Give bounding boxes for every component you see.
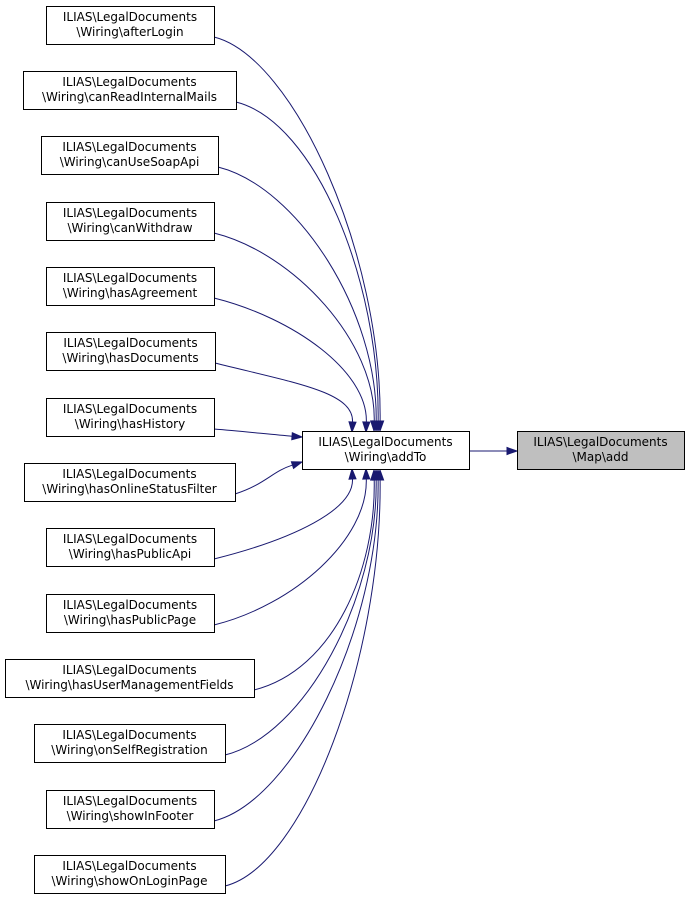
caller-node-canusesoapapi-label-line1: ILIAS\LegalDocuments [62,140,196,154]
caller-node-haspublicapi-label-line1: ILIAS\LegalDocuments [63,532,197,546]
caller-node-canusesoapapi-box[interactable] [41,136,219,175]
caller-node-hasusermanagementfields-box[interactable] [5,659,255,698]
arrowhead-showonloginpage-to-addto [375,468,385,481]
caller-node-showinfooter-box[interactable] [46,790,215,829]
caller-node-canwithdraw-label-line1: ILIAS\LegalDocuments [63,206,197,220]
arrowhead-hasagreement-to-addto [362,421,371,434]
arrowhead-hashistory-to-addto [291,431,304,441]
caller-node-hashistory-label-line1: ILIAS\LegalDocuments [63,402,197,416]
arrowhead-hasonlinestatusfilter-to-addto [290,461,304,470]
caller-node-canusesoapapi-label-line2: \Wiring\canUseSoapApi [60,155,200,169]
arrowhead-addto-to-map-add [506,446,519,456]
caller-node-hasonlinestatusfilter-box[interactable] [24,463,236,502]
caller-node-haspublicpage[interactable]: ILIAS\LegalDocuments\Wiring\hasPublicPag… [46,594,215,633]
caller-node-showonloginpage-label-line1: ILIAS\LegalDocuments [62,859,196,873]
caller-node-hasusermanagementfields[interactable]: ILIAS\LegalDocuments\Wiring\hasUserManag… [5,659,255,698]
hub-node-wiring-addto-label-line1: ILIAS\LegalDocuments [318,435,452,449]
edge-haspublicpage-to-addto [213,478,367,626]
edge-afterlogin-to-addto [213,36,381,422]
caller-node-hasusermanagementfields-label-line2: \Wiring\hasUserManagementFields [25,678,233,692]
arrowhead-haspublicpage-to-addto [362,467,371,480]
caller-node-hasagreement-label-line1: ILIAS\LegalDocuments [63,271,197,285]
caller-node-hashistory[interactable]: ILIAS\LegalDocuments\Wiring\hasHistory [46,398,215,437]
caller-node-afterlogin-label-line1: ILIAS\LegalDocuments [63,10,197,24]
target-node-map-add[interactable]: ILIAS\LegalDocuments\Map\add [517,431,685,470]
edge-hasdocuments-to-addto [214,362,354,423]
caller-node-canreadinternalmails-label-line2: \Wiring\canReadInternalMails [42,90,217,104]
nodes-layer: ILIAS\LegalDocuments\Wiring\afterLoginIL… [5,6,685,894]
caller-node-afterlogin-label-line2: \Wiring\afterLogin [76,25,183,39]
caller-node-haspublicapi-label-line2: \Wiring\hasPublicApi [69,547,191,561]
hub-node-wiring-addto-box[interactable] [302,431,470,470]
caller-node-canwithdraw[interactable]: ILIAS\LegalDocuments\Wiring\canWithdraw [46,202,215,241]
caller-node-hasdocuments-label-line1: ILIAS\LegalDocuments [63,336,197,350]
caller-node-haspublicpage-label-line1: ILIAS\LegalDocuments [63,598,197,612]
caller-node-canwithdraw-label-line2: \Wiring\canWithdraw [67,221,192,235]
caller-node-onselfregistration-label-line1: ILIAS\LegalDocuments [62,728,196,742]
caller-node-haspublicpage-label-line2: \Wiring\hasPublicPage [64,613,196,627]
caller-node-canusesoapapi[interactable]: ILIAS\LegalDocuments\Wiring\canUseSoapAp… [41,136,219,175]
caller-node-showonloginpage-label-line2: \Wiring\showOnLoginPage [52,874,208,888]
arrowhead-hasdocuments-to-addto [348,421,357,434]
caller-node-hasonlinestatusfilter-label-line1: ILIAS\LegalDocuments [62,467,196,481]
caller-node-canreadinternalmails[interactable]: ILIAS\LegalDocuments\Wiring\canReadInter… [23,71,237,110]
caller-node-hasdocuments[interactable]: ILIAS\LegalDocuments\Wiring\hasDocuments [46,332,216,371]
caller-node-onselfregistration[interactable]: ILIAS\LegalDocuments\Wiring\onSelfRegist… [34,724,226,763]
edge-haspublicapi-to-addto [213,478,353,560]
target-node-map-add-box[interactable] [517,431,685,470]
edge-showonloginpage-to-addto [224,479,381,887]
edge-showinfooter-to-addto [213,479,379,822]
caller-node-haspublicapi[interactable]: ILIAS\LegalDocuments\Wiring\hasPublicApi [46,528,215,567]
caller-node-hasonlinestatusfilter[interactable]: ILIAS\LegalDocuments\Wiring\hasOnlineSta… [24,463,236,502]
caller-node-hasonlinestatusfilter-label-line2: \Wiring\hasOnlineStatusFilter [42,482,216,496]
arrowhead-canwithdraw-to-addto [370,420,379,433]
edge-canusesoapapi-to-addto [217,166,377,422]
edge-hasonlinestatusfilter-to-addto [234,464,293,495]
caller-node-showinfooter-label-line2: \Wiring\showInFooter [67,809,194,823]
caller-node-showonloginpage[interactable]: ILIAS\LegalDocuments\Wiring\showOnLoginP… [34,855,226,894]
edges-layer [213,36,519,887]
caller-node-hasdocuments-label-line2: \Wiring\hasDocuments [62,351,198,365]
caller-node-hasagreement-label-line2: \Wiring\hasAgreement [63,286,198,300]
caller-node-afterlogin[interactable]: ILIAS\LegalDocuments\Wiring\afterLogin [46,6,215,45]
caller-node-canwithdraw-box[interactable] [46,202,215,241]
caller-node-canreadinternalmails-label-line1: ILIAS\LegalDocuments [62,75,196,89]
edge-hasagreement-to-addto [213,297,367,423]
caller-node-showonloginpage-box[interactable] [34,855,226,894]
caller-node-hashistory-box[interactable] [46,398,215,437]
caller-node-haspublicapi-box[interactable] [46,528,215,567]
caller-node-showinfooter-label-line1: ILIAS\LegalDocuments [63,794,197,808]
caller-node-afterlogin-box[interactable] [46,6,215,45]
caller-node-onselfregistration-label-line2: \Wiring\onSelfRegistration [51,743,207,757]
caller-node-hasagreement-box[interactable] [46,267,215,306]
edge-onselfregistration-to-addto [224,479,377,756]
caller-node-showinfooter[interactable]: ILIAS\LegalDocuments\Wiring\showInFooter [46,790,215,829]
hub-node-wiring-addto[interactable]: ILIAS\LegalDocuments\Wiring\addTo [302,431,470,470]
arrowhead-haspublicapi-to-addto [348,467,357,480]
caller-node-onselfregistration-box[interactable] [34,724,226,763]
target-node-map-add-label-line2: \Map\add [573,450,629,464]
target-node-map-add-label-line1: ILIAS\LegalDocuments [533,435,667,449]
caller-node-hashistory-label-line2: \Wiring\hasHistory [75,417,185,431]
edge-canreadinternalmails-to-addto [235,101,379,422]
caller-node-haspublicpage-box[interactable] [46,594,215,633]
edge-hashistory-to-addto [213,428,293,437]
edge-canwithdraw-to-addto [213,232,375,422]
caller-node-canreadinternalmails-box[interactable] [23,71,237,110]
caller-node-hasagreement[interactable]: ILIAS\LegalDocuments\Wiring\hasAgreement [46,267,215,306]
caller-node-hasusermanagementfields-label-line1: ILIAS\LegalDocuments [62,663,196,677]
edge-hasusermanagementfields-to-addto [253,479,375,691]
hub-node-wiring-addto-label-line2: \Wiring\addTo [345,450,427,464]
caller-node-hasdocuments-box[interactable] [46,332,216,371]
